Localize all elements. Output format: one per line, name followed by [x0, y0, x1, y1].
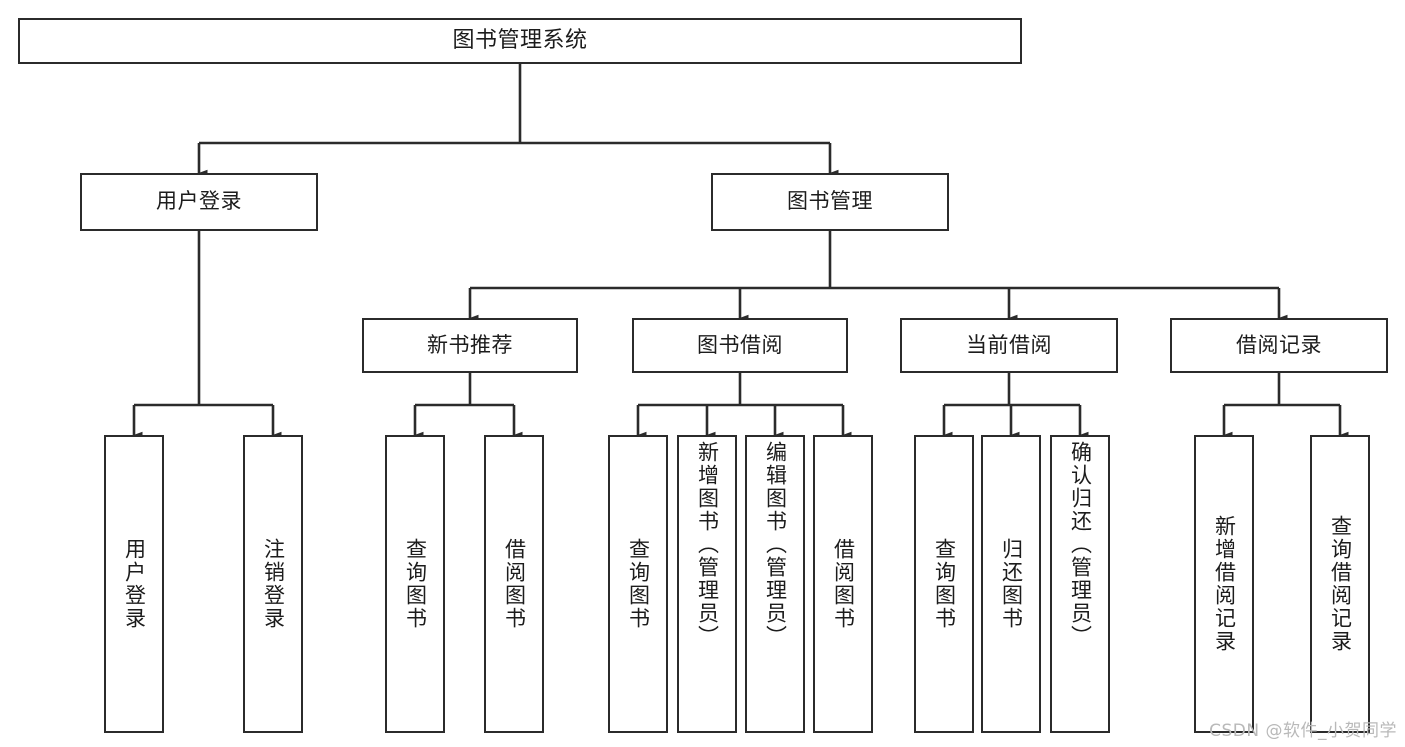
node-leaf-rcd-query[interactable]: 查询借阅记录 [1310, 435, 1370, 733]
node-label-leaf-rcd-query: 查询借阅记录 [1328, 515, 1353, 653]
node-leaf-user-login[interactable]: 用户登录 [104, 435, 164, 733]
node-label-root: 图书管理系统 [452, 27, 588, 53]
node-label-leaf-rec-query: 查询图书 [403, 538, 428, 630]
csdn-watermark: CSDN @软件_小贺同学 [1209, 721, 1397, 741]
node-leaf-brw-add[interactable]: 新增图书（管理员） [677, 435, 737, 733]
node-root[interactable]: 图书管理系统 [18, 18, 1022, 64]
node-new-book-rec[interactable]: 新书推荐 [362, 318, 578, 373]
node-label-leaf-rcd-add: 新增借阅记录 [1212, 515, 1237, 653]
node-leaf-rec-borrow[interactable]: 借阅图书 [484, 435, 544, 733]
node-label-leaf-cur-return: 归还图书 [999, 538, 1024, 630]
node-label-leaf-brw-add: 新增图书（管理员） [695, 441, 720, 648]
node-label-leaf-user-login: 用户登录 [122, 538, 147, 630]
node-label-leaf-brw-edit: 编辑图书（管理员） [763, 441, 788, 648]
node-leaf-cur-confirm[interactable]: 确认归还（管理员） [1050, 435, 1110, 733]
node-leaf-rec-query[interactable]: 查询图书 [385, 435, 445, 733]
node-current-borrow[interactable]: 当前借阅 [900, 318, 1118, 373]
node-label-leaf-brw-borrow: 借阅图书 [831, 538, 856, 630]
node-book-borrow[interactable]: 图书借阅 [632, 318, 848, 373]
node-label-leaf-cur-confirm: 确认归还（管理员） [1068, 441, 1093, 648]
node-leaf-brw-query[interactable]: 查询图书 [608, 435, 668, 733]
node-label-new-book-rec: 新书推荐 [427, 332, 513, 357]
node-label-book-manage: 图书管理 [787, 189, 873, 214]
node-label-leaf-rec-borrow: 借阅图书 [502, 538, 527, 630]
node-leaf-brw-edit[interactable]: 编辑图书（管理员） [745, 435, 805, 733]
node-label-leaf-brw-query: 查询图书 [626, 538, 651, 630]
node-leaf-user-logout[interactable]: 注销登录 [243, 435, 303, 733]
node-label-book-borrow: 图书借阅 [697, 332, 783, 357]
node-borrow-record[interactable]: 借阅记录 [1170, 318, 1388, 373]
node-label-user-login: 用户登录 [156, 189, 242, 214]
node-leaf-rcd-add[interactable]: 新增借阅记录 [1194, 435, 1254, 733]
node-leaf-cur-return[interactable]: 归还图书 [981, 435, 1041, 733]
node-leaf-cur-query[interactable]: 查询图书 [914, 435, 974, 733]
node-user-login[interactable]: 用户登录 [80, 173, 318, 231]
node-book-manage[interactable]: 图书管理 [711, 173, 949, 231]
node-label-current-borrow: 当前借阅 [966, 332, 1052, 357]
node-label-leaf-cur-query: 查询图书 [932, 538, 957, 630]
node-label-leaf-user-logout: 注销登录 [261, 538, 286, 630]
node-leaf-brw-borrow[interactable]: 借阅图书 [813, 435, 873, 733]
node-label-borrow-record: 借阅记录 [1236, 332, 1322, 357]
